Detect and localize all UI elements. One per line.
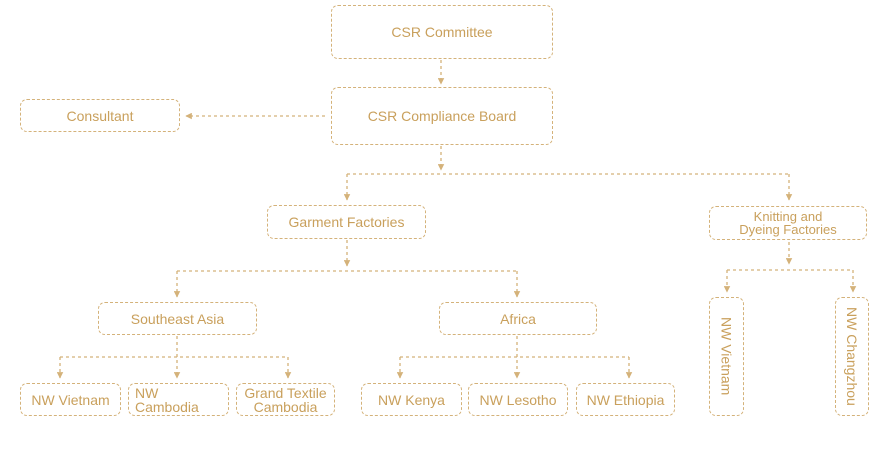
node-garment-factories: Garment Factories (267, 205, 426, 239)
node-nw-ethiopia: NW Ethiopia (576, 383, 675, 416)
node-knitting-dyeing-factories: Knitting and Dyeing Factories (709, 206, 867, 240)
node-grand-textile-cambodia: Grand Textile Cambodia (236, 383, 335, 416)
node-consultant: Consultant (20, 99, 180, 132)
node-nw-vietnam-knitting: NW Vietnam (709, 297, 744, 416)
node-nw-cambodia: NW Cambodia (128, 383, 229, 416)
node-nw-changzhou: NW Changzhou (835, 297, 869, 416)
node-africa: Africa (439, 302, 597, 335)
node-nw-kenya: NW Kenya (361, 383, 462, 416)
node-nw-lesotho: NW Lesotho (468, 383, 568, 416)
node-southeast-asia: Southeast Asia (98, 302, 257, 335)
node-csr-committee: CSR Committee (331, 5, 553, 59)
node-nw-vietnam: NW Vietnam (20, 383, 121, 416)
node-csr-compliance-board: CSR Compliance Board (331, 87, 553, 145)
